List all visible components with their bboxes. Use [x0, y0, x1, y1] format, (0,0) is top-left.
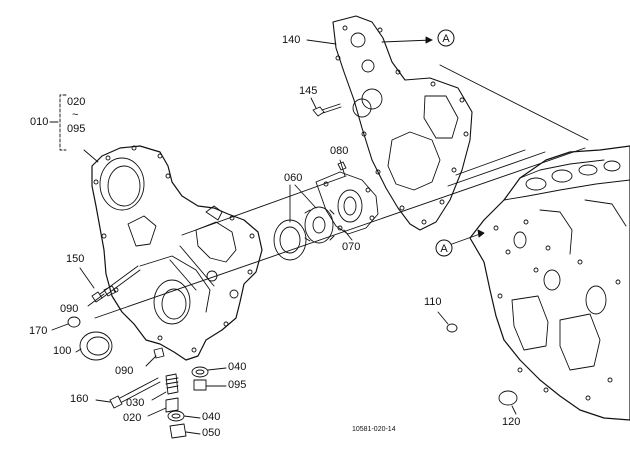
plug-095	[193, 379, 207, 391]
callout-090-upper: 090	[60, 303, 79, 315]
callout-080: 080	[330, 145, 349, 157]
callout-100: 100	[53, 345, 72, 357]
drawing-number: 10581-020-14	[352, 426, 396, 433]
washer-040a	[191, 366, 209, 378]
washer-040b	[167, 410, 185, 422]
callout-095: 095	[228, 379, 247, 391]
callout-030: 030	[126, 397, 145, 409]
callout-070: 070	[342, 241, 361, 253]
o-ring-170	[67, 316, 81, 328]
callout-range-tilde: ~	[72, 109, 79, 121]
callout-090-lower: 090	[115, 365, 134, 377]
bolt-150	[91, 265, 141, 303]
relief-valve-spring	[165, 373, 179, 395]
callout-020: 020	[123, 412, 142, 424]
callout-110: 110	[424, 296, 442, 308]
gear-case-body	[91, 145, 263, 361]
oil-seal	[79, 331, 113, 361]
callout-140: 140	[282, 34, 301, 46]
callout-160: 160	[70, 393, 89, 405]
oil-pump-rotor	[273, 206, 335, 261]
callout-095-range-end: 095	[67, 123, 86, 135]
bolt-145	[312, 103, 342, 117]
bolt-160	[109, 377, 161, 409]
callout-170: 170	[29, 325, 48, 337]
svg-text:A: A	[442, 33, 450, 45]
o-ring-110	[446, 323, 458, 333]
oil-pump-cover	[315, 171, 379, 235]
reference-marker-a1: A	[437, 29, 455, 47]
crankcase	[469, 145, 630, 421]
relief-valve	[165, 397, 179, 413]
svg-text:A: A	[440, 243, 448, 255]
callout-120: 120	[502, 416, 521, 428]
callout-040-upper: 040	[228, 361, 247, 373]
plug-090b	[153, 347, 165, 359]
plug-050	[169, 423, 187, 439]
callout-150: 150	[66, 253, 85, 265]
callout-010: 010	[30, 116, 49, 128]
callout-060: 060	[284, 172, 303, 184]
callout-020-range-start: 020	[67, 96, 86, 108]
callout-050: 050	[202, 427, 221, 439]
plug-090	[103, 285, 117, 297]
gear-case-gasket	[332, 15, 473, 231]
group-bracket	[59, 94, 67, 151]
o-ring-120	[498, 390, 518, 406]
reference-marker-a2: A	[435, 239, 453, 257]
callout-040-lower: 040	[202, 411, 221, 423]
callout-145: 145	[299, 85, 318, 97]
